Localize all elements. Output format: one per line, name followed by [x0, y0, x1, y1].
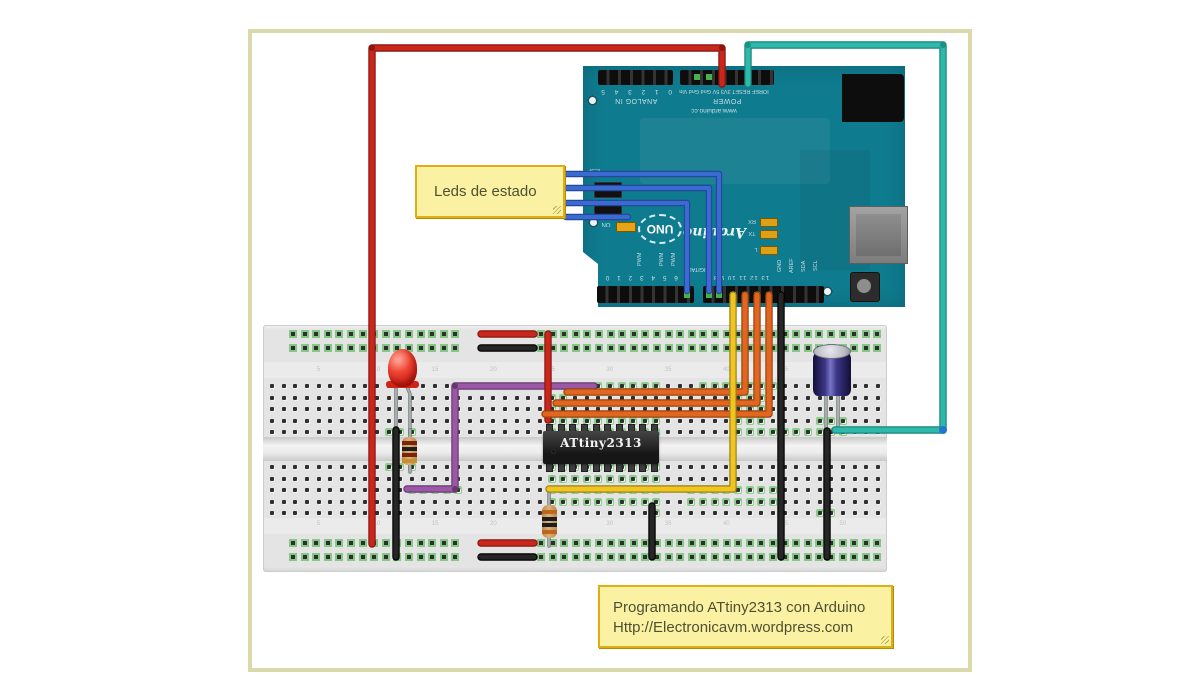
uno-logo-text: UNO [646, 222, 674, 236]
resistor-1[interactable] [402, 437, 417, 465]
attiny2313-ic[interactable] [543, 431, 659, 464]
diagram-frame [248, 29, 972, 672]
pin-highlight-d9 [716, 292, 722, 298]
on-led [616, 222, 636, 232]
analog-header [598, 70, 673, 85]
pin-highlight-d13 [766, 292, 772, 298]
uno-logo-oval: UNO [638, 214, 682, 244]
note-resize-grip-2[interactable] [881, 636, 889, 644]
tx-led [760, 230, 778, 239]
pin-highlight-d10 [730, 292, 736, 298]
digital-label: DIGITAL [688, 266, 710, 272]
pwm5-label: PWM [659, 252, 665, 266]
pin-highlight-d8 [706, 292, 712, 298]
note-leds-de-estado[interactable]: Leds de estado [415, 165, 565, 218]
gnd-label: GND [777, 259, 783, 273]
reset-button-cap [857, 279, 871, 293]
pin-highlight-gnd2 [706, 74, 712, 80]
credit-line-2: Http://Electronicavm.wordpress.com [613, 619, 854, 636]
website-label: www.arduino.cc [691, 107, 737, 114]
ic-pin1-dot [551, 449, 556, 454]
pwm3-label: PWM [637, 252, 643, 266]
digital-header-left [597, 286, 694, 303]
icsp-header-2 [594, 202, 622, 220]
pin-highlight-reset [745, 74, 751, 80]
ic-label: ATtiny2313 [560, 436, 642, 450]
analog-in-label: ANALOG IN [614, 97, 658, 104]
rx-label: RX [748, 218, 756, 224]
scl-label: SCL [813, 260, 819, 272]
power-pins-label: IOREF RESET 3V3 5V Gnd Gnd Vin [679, 88, 769, 94]
digital-digits-left-label: 7 6 5 4 3 2 1 0 [602, 274, 690, 281]
credit-line-1: Programando ATtiny2313 con Arduino [613, 599, 866, 616]
power-label: POWER [712, 97, 742, 104]
power-jack [842, 74, 904, 122]
pin-highlight-gnd [694, 74, 700, 80]
analog-digits-label: 0 1 2 3 4 5 [597, 88, 672, 95]
capacitor-top [813, 344, 851, 359]
on-label: ON [601, 221, 611, 227]
pin-highlight-d11 [742, 292, 748, 298]
arduino-brand-text: Arduino [682, 224, 746, 240]
note-resize-grip[interactable] [553, 206, 561, 214]
l-led [760, 246, 778, 255]
icsp-header-1 [594, 182, 622, 198]
note-leds-text: Leds de estado [434, 183, 537, 200]
sda-label: SDA [801, 260, 807, 272]
red-led[interactable] [388, 349, 417, 387]
pin-highlight-d7 [684, 292, 690, 298]
capacitor-body[interactable] [813, 352, 851, 396]
rx-led [760, 218, 778, 227]
usb-connector-inner [856, 214, 901, 256]
pin-highlight-gnd-digital [778, 292, 784, 298]
resistor-2[interactable] [542, 505, 557, 538]
aref-label: AREF [789, 258, 795, 274]
note-credit[interactable]: Programando ATtiny2313 con Arduino Http:… [598, 585, 893, 648]
breadboard-label-strip-bottom [264, 518, 886, 534]
pin-highlight-d12 [754, 292, 760, 298]
mount-hole-1 [587, 95, 598, 106]
pin-highlight-5v [719, 74, 725, 80]
tx-label: TX [748, 230, 756, 236]
digital-digits-right-label: 13 12 11 10 9 8 [712, 274, 770, 280]
pwm6-label: PWM [671, 252, 677, 266]
icsp-label: ICSP [587, 167, 601, 173]
breadboard-label-strip-top [264, 362, 886, 378]
